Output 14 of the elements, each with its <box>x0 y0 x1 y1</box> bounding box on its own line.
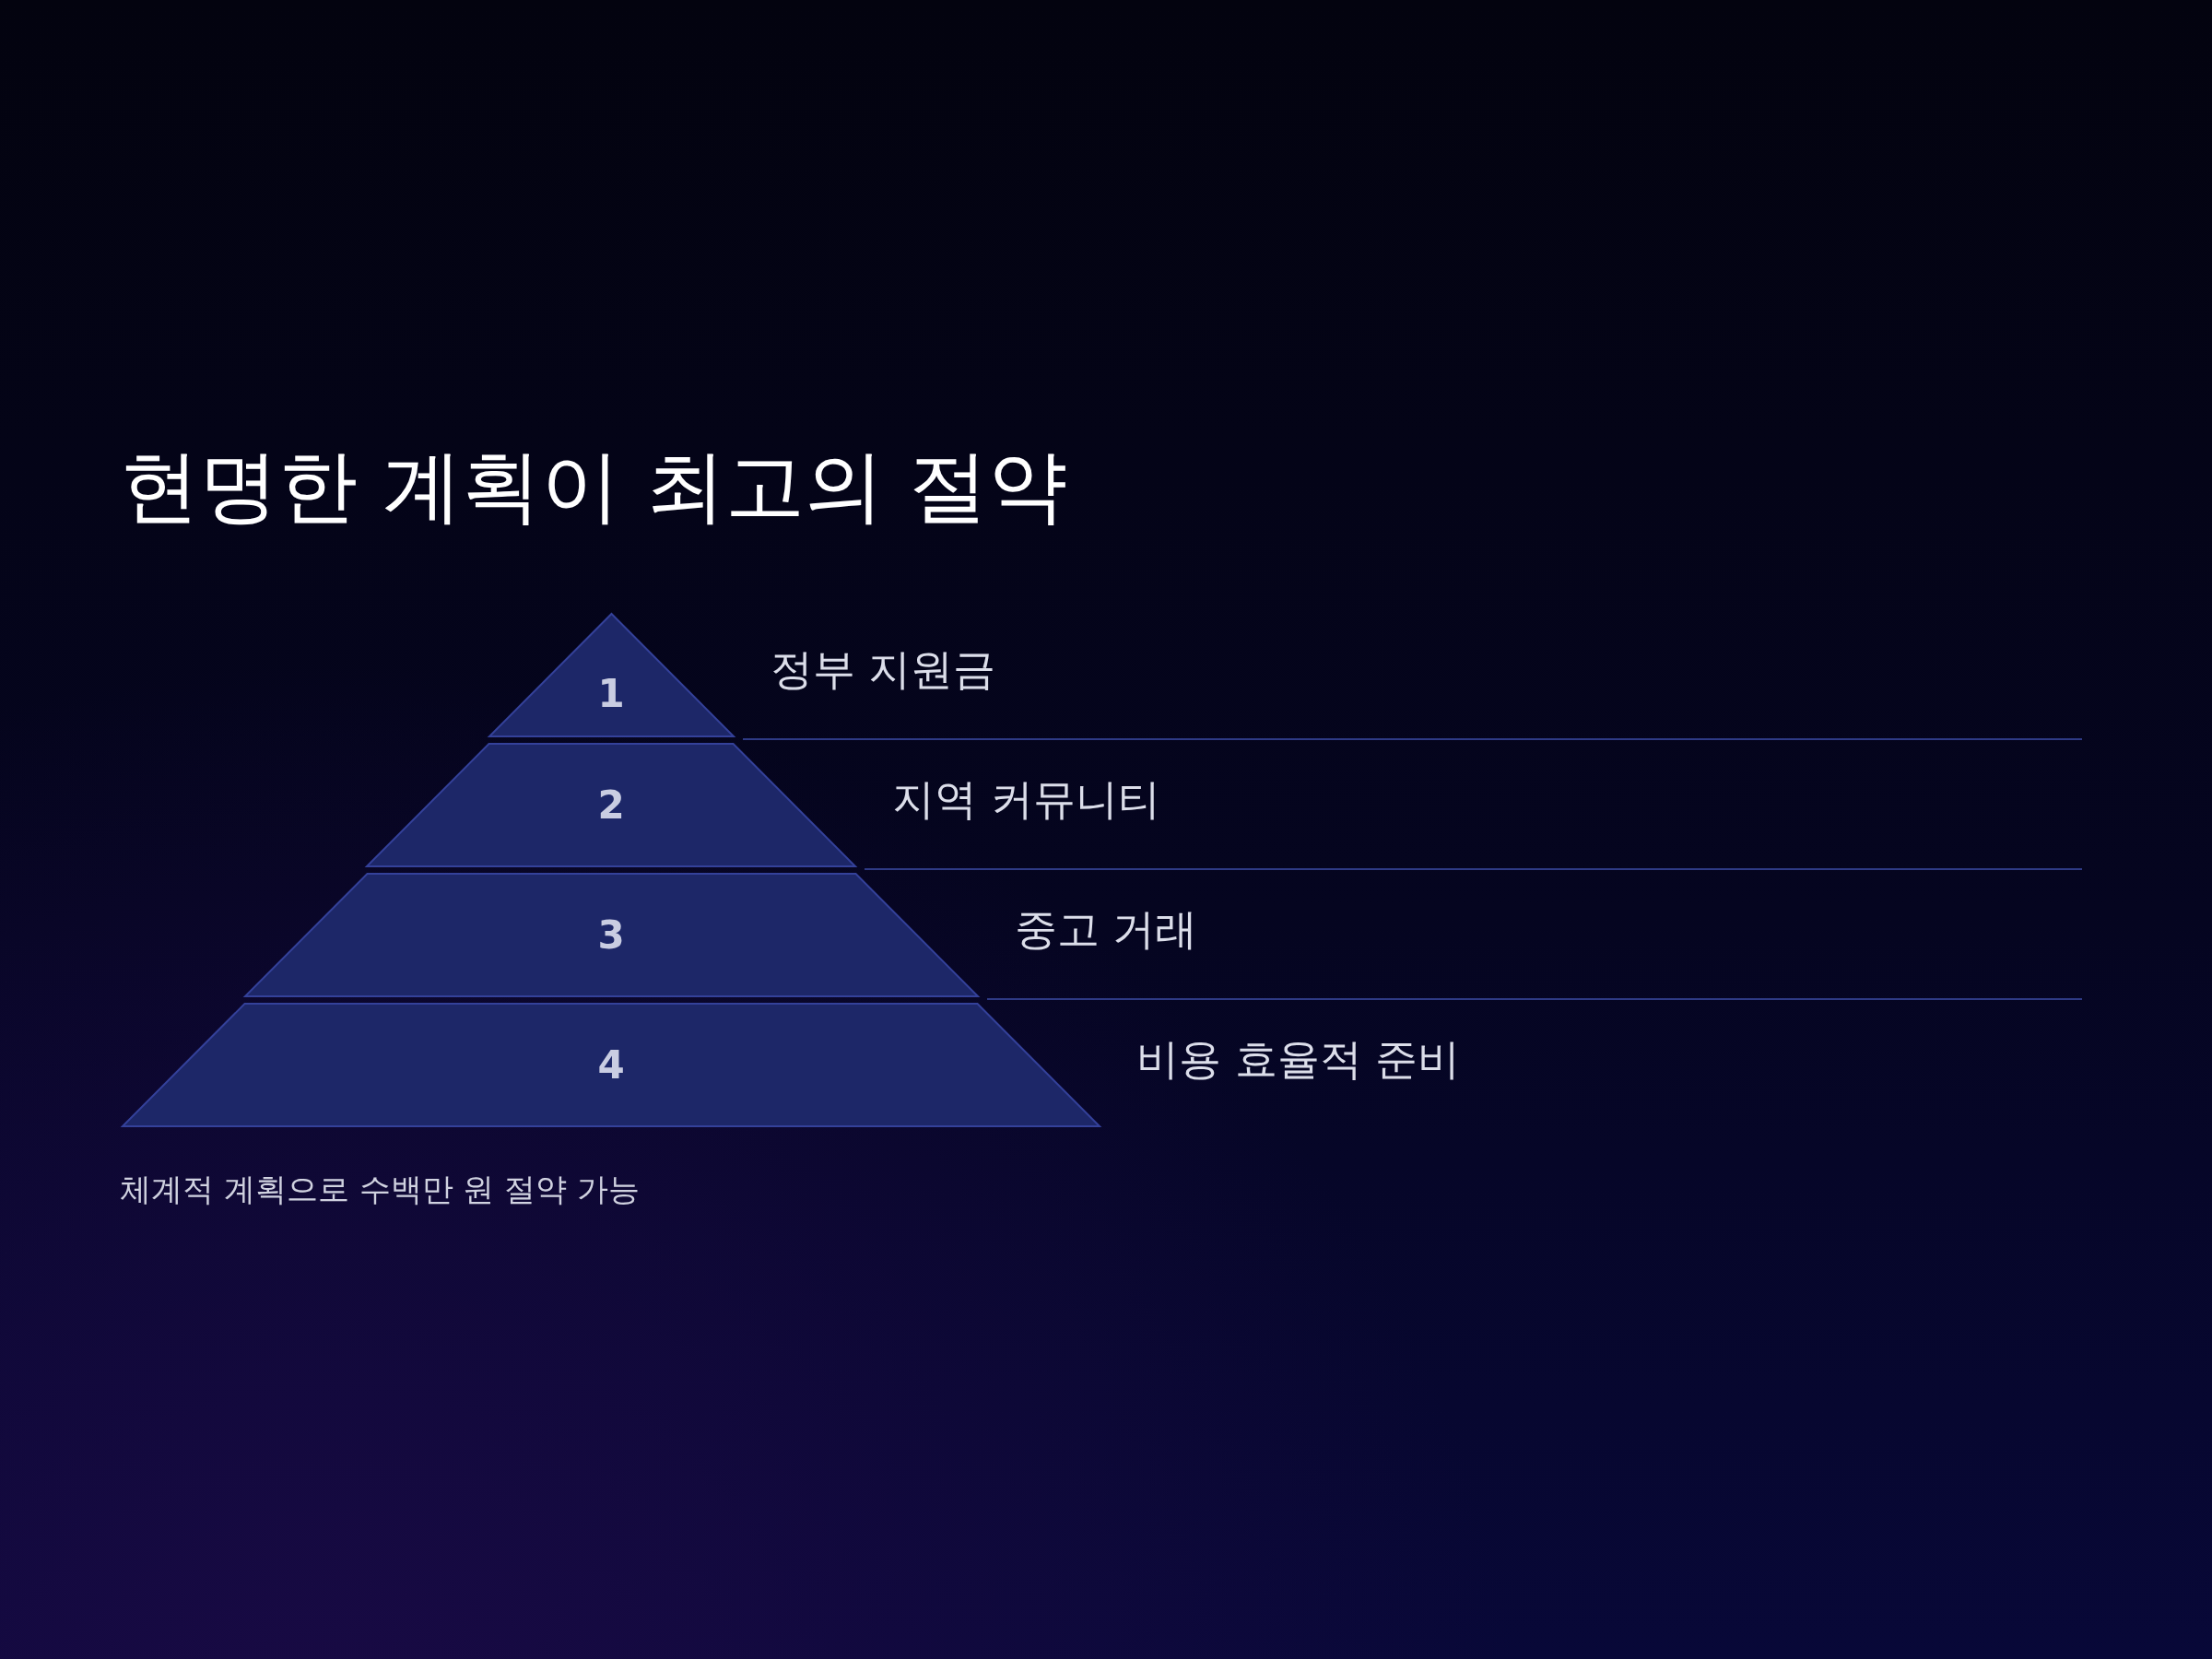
tier-label: 중고 거래 <box>1014 903 1198 956</box>
slide-title: 현명한 계획이 최고의 절약 <box>120 439 1067 534</box>
pyramid-tier <box>123 1004 1100 1126</box>
tier-number: 2 <box>597 782 625 828</box>
tier-label: 비용 효율적 준비 <box>1136 1033 1461 1086</box>
tier-number: 3 <box>597 912 625 958</box>
pyramid-tier <box>488 614 734 736</box>
tier-number: 4 <box>597 1042 625 1088</box>
footnote: 체계적 계획으로 수백만 원 절약 가능 <box>120 1170 641 1209</box>
tier-label: 지역 커뮤니티 <box>892 773 1160 826</box>
pyramid-tier <box>367 744 855 866</box>
tier-label: 정부 지원금 <box>770 643 996 696</box>
pyramid-tier <box>244 874 978 996</box>
tier-number: 1 <box>597 671 625 716</box>
